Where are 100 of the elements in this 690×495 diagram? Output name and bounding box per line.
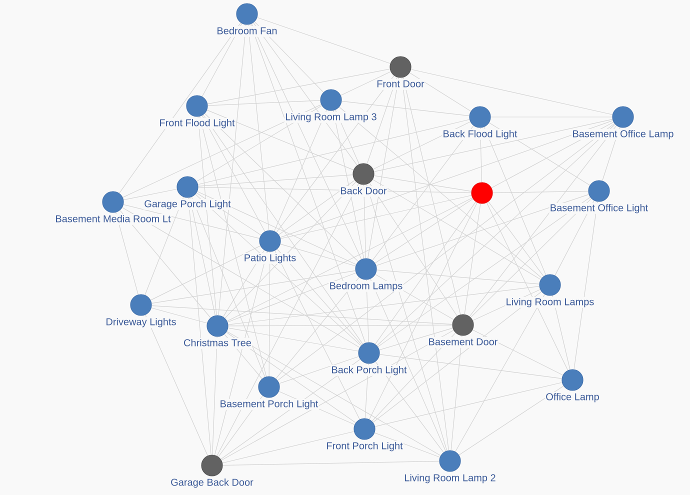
- connection-line: [278, 180, 356, 236]
- connection-line: [222, 250, 265, 318]
- connection-line: [402, 77, 449, 451]
- node-label: Front Porch Light: [326, 442, 403, 452]
- connection-line: [464, 203, 481, 315]
- connection-line: [370, 278, 446, 452]
- connection-line: [198, 119, 470, 185]
- connection-line: [332, 110, 364, 259]
- connection-line: [198, 116, 217, 316]
- node-label: Bedroom Fan: [218, 26, 277, 34]
- connection-line: [227, 272, 356, 322]
- node-label: Garage Porch Light: [144, 200, 231, 210]
- node-label: Basement Porch Light: [220, 400, 318, 410]
- connection-line: [376, 270, 540, 284]
- connection-line: [151, 270, 356, 304]
- connection-line: [202, 114, 364, 344]
- node-label: Back Door: [340, 186, 387, 194]
- connection-line: [216, 183, 359, 456]
- connection-line: [492, 190, 588, 194]
- connection-line: [376, 194, 590, 266]
- node-label: Garage Back Door: [171, 478, 254, 488]
- connection-line: [274, 250, 360, 420]
- connection-line: [375, 361, 444, 453]
- node-label: Basement Office Light: [550, 204, 648, 214]
- connection-line: [207, 68, 390, 104]
- connection-line: [196, 105, 322, 182]
- connection-line: [338, 106, 542, 278]
- connection-line: [340, 71, 392, 96]
- connection-line: [484, 126, 546, 276]
- connection-line: [602, 126, 620, 182]
- node-label: Christmas Tree: [184, 338, 252, 346]
- connection-line: [552, 295, 570, 370]
- connection-line: [366, 76, 398, 164]
- connection-line: [248, 24, 270, 231]
- connection-line: [195, 194, 362, 346]
- connection-line: [145, 314, 208, 456]
- connection-line: [274, 110, 328, 232]
- connection-line: [199, 116, 267, 377]
- connection-line: [122, 104, 322, 198]
- connection-line: [196, 192, 262, 236]
- connection-line: [458, 386, 564, 456]
- node-label: Back Porch Light: [332, 366, 407, 376]
- connection-line: [472, 289, 540, 321]
- connection-line: [364, 363, 369, 419]
- connection-line: [480, 128, 482, 182]
- connection-line: [197, 191, 356, 265]
- connection-line: [228, 324, 452, 326]
- connection-line: [151, 308, 208, 324]
- connection-line: [280, 120, 614, 238]
- connection-line: [204, 113, 359, 262]
- connection-line: [198, 186, 472, 194]
- connection-line: [226, 332, 356, 424]
- connection-line: [214, 251, 268, 456]
- connection-line: [488, 201, 544, 277]
- connection-line: [470, 198, 592, 318]
- connection-line: [369, 182, 458, 316]
- connection-line: [372, 332, 456, 422]
- connection-line: [280, 195, 472, 239]
- connection-line: [208, 100, 321, 106]
- connection-line: [374, 175, 472, 192]
- connection-line: [118, 22, 242, 194]
- connection-line: [372, 291, 542, 423]
- connection-line: [278, 356, 360, 384]
- connection-line: [574, 201, 598, 370]
- connection-line: [374, 198, 474, 264]
- node-label: Basement Media Room Lt: [56, 214, 171, 222]
- connection-line: [554, 200, 594, 276]
- connection-line: [488, 122, 590, 186]
- connection-line: [379, 328, 453, 350]
- connection-line: [224, 334, 262, 380]
- node-label: Bedroom Lamps: [330, 282, 402, 292]
- connection-line: [218, 395, 263, 458]
- connection-line: [372, 125, 474, 261]
- connection-line: [250, 24, 366, 344]
- connection-line: [188, 197, 212, 456]
- node-label: Front Door: [377, 80, 424, 88]
- connection-line: [376, 124, 616, 346]
- node-label: Back Flood Light: [444, 130, 518, 140]
- connection-line: [278, 391, 355, 425]
- connection-line: [202, 115, 266, 232]
- connection-line: [189, 197, 216, 316]
- connection-line: [366, 184, 448, 451]
- node-label: Office Lamp: [546, 392, 599, 402]
- connection-line: [256, 17, 391, 64]
- connection-line: [123, 188, 178, 200]
- connection-line: [277, 123, 615, 381]
- connection-line: [372, 121, 471, 170]
- connection-line: [144, 196, 184, 296]
- connection-line: [224, 181, 356, 319]
- node-label: Living Room Lamp 3: [286, 112, 376, 122]
- connection-line: [372, 179, 542, 280]
- connection-line: [226, 198, 473, 322]
- connection-line: [374, 382, 562, 427]
- connection-line: [378, 196, 590, 348]
- connection-line: [472, 330, 564, 376]
- connection-line: [251, 23, 362, 260]
- connection-line: [191, 196, 266, 378]
- connection-line: [218, 24, 246, 316]
- connection-line: [369, 202, 478, 420]
- connection-line: [202, 23, 242, 97]
